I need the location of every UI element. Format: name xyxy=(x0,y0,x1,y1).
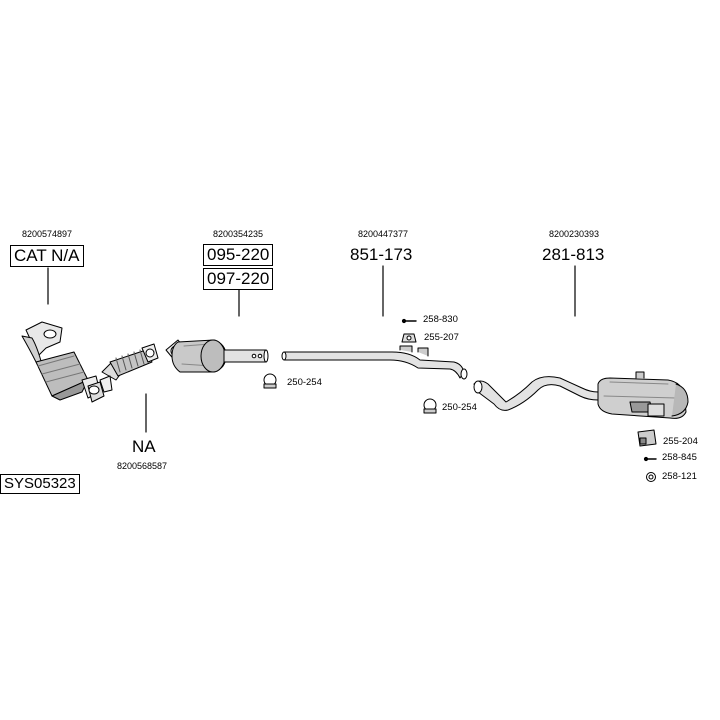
intermediate-pipe-icon xyxy=(281,345,468,380)
fitting-label[interactable]: 250-254 xyxy=(287,377,322,388)
fitting-label[interactable]: 258-121 xyxy=(662,471,697,482)
middle-converter-icon xyxy=(165,339,269,373)
part-code-label[interactable]: 851-173 xyxy=(350,245,413,264)
clamp-icon xyxy=(423,398,437,414)
fitting-label[interactable]: 255-204 xyxy=(663,436,698,447)
ring-icon xyxy=(646,472,656,482)
bolt-icon xyxy=(643,456,657,462)
bolt-icon xyxy=(401,318,417,324)
system-code: SYS05323 xyxy=(0,474,80,494)
part-code-label[interactable]: 281-813 xyxy=(542,245,605,264)
rear-silencer-icon xyxy=(473,371,689,419)
rubber-mount-icon xyxy=(637,429,657,447)
rubber-mount-icon xyxy=(401,333,417,343)
oem-number: 8200574897 xyxy=(22,229,73,239)
oem-number: 8200447377 xyxy=(358,229,409,239)
part-code-label[interactable]: 095-220 xyxy=(203,244,274,266)
leader-lines xyxy=(47,265,576,433)
oem-number: 8200354235 xyxy=(213,229,264,239)
fitting-label[interactable]: 258-830 xyxy=(423,314,458,325)
clamp-icon xyxy=(263,373,277,389)
fitting-label[interactable]: 255-207 xyxy=(424,332,459,343)
catalytic-converter-icon xyxy=(21,321,105,403)
oem-number: 8200568587 xyxy=(117,461,168,471)
part-code-label[interactable]: CAT N/A xyxy=(10,245,84,267)
flexible-pipe-icon xyxy=(99,343,159,393)
oem-number: 8200230393 xyxy=(549,229,600,239)
fitting-label[interactable]: 250-254 xyxy=(442,402,477,413)
fitting-label[interactable]: 258-845 xyxy=(662,452,697,463)
part-code-label[interactable]: NA xyxy=(132,437,156,456)
part-code-label[interactable]: 097-220 xyxy=(203,268,274,290)
